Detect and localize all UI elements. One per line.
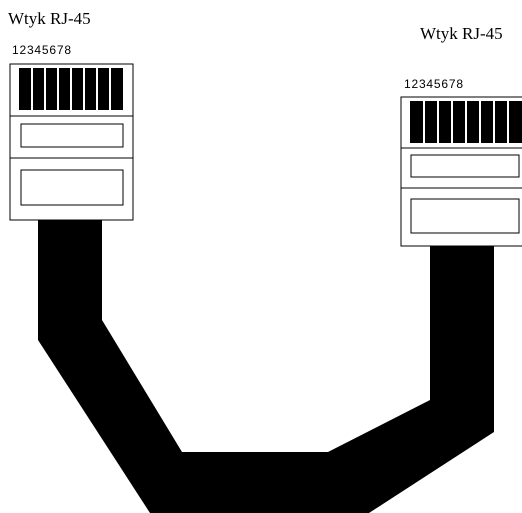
- right-contact-gaps: [423, 101, 509, 143]
- left-contact-gap: [44, 68, 46, 110]
- right-contact-gap: [479, 101, 481, 143]
- right-contact-gap: [507, 101, 509, 143]
- right-contact-gap: [465, 101, 467, 143]
- right-contact-gap: [437, 101, 439, 143]
- right-rj45-plug: Wtyk RJ-45 12345678: [400, 24, 522, 247]
- left-contact-gap: [31, 68, 33, 110]
- left-plug-latch-window: [20, 123, 124, 148]
- left-contact-gap: [96, 68, 98, 110]
- right-plug-cable-window: [410, 198, 520, 234]
- right-contact-gap: [451, 101, 453, 143]
- left-rj45-plug: Wtyk RJ-45 12345678: [8, 9, 134, 221]
- right-contact-gap: [493, 101, 495, 143]
- left-pin-numbers: 12345678: [12, 43, 72, 57]
- left-connector-title: Wtyk RJ-45: [8, 9, 91, 28]
- right-plug-latch-window: [410, 154, 520, 178]
- right-connector-title: Wtyk RJ-45: [420, 24, 503, 43]
- left-contact-gaps: [31, 68, 111, 110]
- left-plug-cable-window: [20, 169, 124, 206]
- right-contact-gap: [423, 101, 425, 143]
- left-contact-gap: [57, 68, 59, 110]
- left-contact-gap: [109, 68, 111, 110]
- left-contact-gap: [70, 68, 72, 110]
- left-contact-gap: [83, 68, 85, 110]
- cable: [38, 220, 494, 513]
- right-pin-numbers: 12345678: [404, 77, 464, 91]
